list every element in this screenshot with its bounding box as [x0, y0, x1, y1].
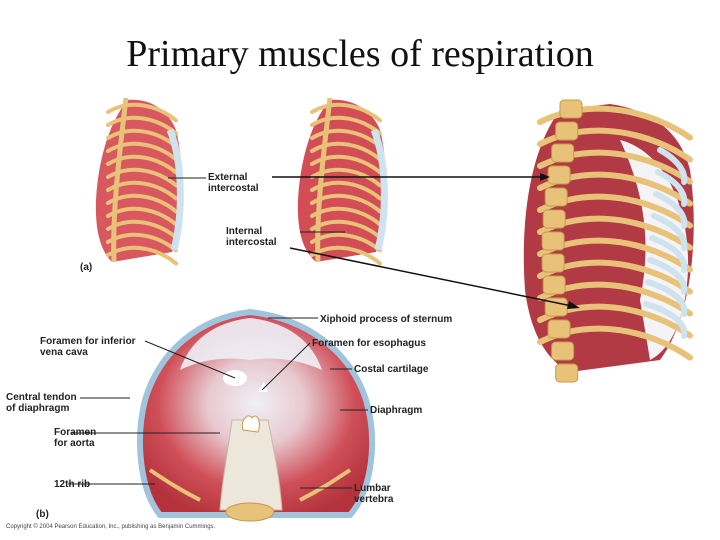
- vertebra: [559, 99, 583, 119]
- slide-title: Primary muscles of respiration: [126, 33, 594, 75]
- vertebra: [555, 363, 579, 383]
- label-xiphoid-process: Xiphoid process of sternum: [320, 314, 453, 325]
- label-internal-intercostal: Internal intercostal: [226, 226, 277, 248]
- rib: [310, 141, 382, 162]
- label-external-intercostal: External intercostal: [208, 172, 259, 194]
- vertebra: [555, 121, 579, 141]
- rib: [310, 102, 382, 123]
- vertebra: [544, 187, 568, 207]
- costal-cartilage-strip: [643, 301, 688, 339]
- vertebra: [541, 231, 565, 251]
- label-foramen-esophagus: Foramen for esophagus: [312, 338, 426, 349]
- leader-lines: [68, 177, 368, 489]
- costal-cartilage-strip: [647, 257, 688, 295]
- costal-cartilage-strip: [655, 169, 688, 207]
- pointer-arrows: [272, 173, 580, 309]
- vertebra: [551, 143, 575, 163]
- rib: [106, 102, 178, 123]
- rib: [106, 141, 178, 162]
- rib-cage-internal-view: [297, 97, 388, 266]
- panel-a-letter: (a): [80, 262, 93, 273]
- vertebra: [547, 319, 571, 339]
- rib: [310, 154, 382, 175]
- rib: [310, 167, 382, 188]
- costal-cartilage-strip: [653, 191, 688, 229]
- rib-cage-external-view: [95, 97, 184, 266]
- vertebra: [547, 165, 571, 185]
- label-diaphragm: Diaphragm: [370, 405, 423, 416]
- vertebra: [542, 275, 566, 295]
- label-central-tendon: Central tendon of diaphragm: [6, 392, 77, 414]
- label-lumbar-vertebra: Lumbar vertebra: [354, 483, 394, 505]
- label-costal-cartilage: Costal cartilage: [354, 364, 429, 375]
- copyright-notice: Copyright © 2004 Pearson Education, Inc.…: [6, 524, 216, 530]
- rib: [106, 167, 178, 188]
- vertebra: [542, 209, 566, 229]
- vertebra: [551, 341, 575, 361]
- rib: [537, 105, 693, 141]
- label-foramen-aorta: Foramen for aorta: [54, 427, 97, 449]
- vertebra: [544, 297, 568, 317]
- costal-cartilage-strip: [649, 235, 688, 273]
- rib: [106, 154, 178, 175]
- costal-cartilage-strip: [657, 147, 688, 185]
- costal-cartilage-strip: [645, 279, 688, 317]
- vertebra: [541, 253, 565, 273]
- label-12th-rib: 12th rib: [54, 479, 91, 490]
- panel-b-letter: (b): [36, 509, 49, 520]
- label-foramen-vena-cava: Foramen for inferior vena cava: [40, 336, 136, 358]
- costal-cartilage-strip: [651, 213, 688, 251]
- rib-cage-detail-view: [523, 99, 694, 383]
